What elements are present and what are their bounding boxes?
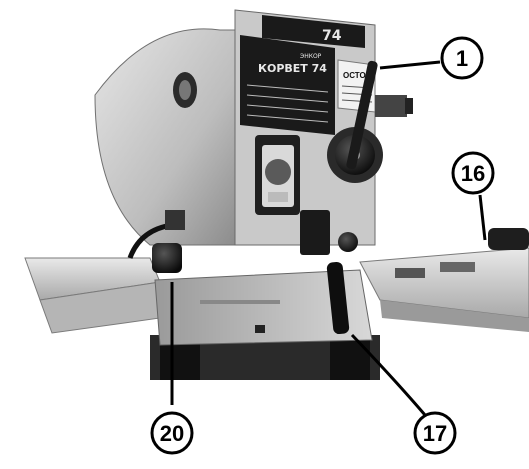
headstock-base: [154, 269, 373, 346]
nameplate-brand: КОРВЕТ 74: [258, 62, 327, 75]
headstock: КОРВЕТ 74 ЭНКОР 74 ОСТО: [94, 9, 413, 335]
svg-text:16: 16: [461, 161, 485, 186]
callout-17: 17: [413, 411, 457, 455]
nameplate-maker: ЭНКОР: [300, 53, 322, 60]
lathe-bed: [24, 228, 529, 334]
warning-label: ОСТО: [343, 71, 366, 80]
svg-text:17: 17: [423, 421, 447, 446]
svg-text:1: 1: [456, 46, 468, 71]
svg-text:20: 20: [160, 421, 184, 446]
callout-16: 16: [451, 151, 495, 195]
callout-20: 20: [150, 411, 194, 455]
callout-1: 1: [440, 36, 484, 80]
callout-leaders: [170, 60, 487, 416]
nameplate-badge: 74: [322, 28, 342, 44]
cable-knob: [127, 210, 185, 273]
